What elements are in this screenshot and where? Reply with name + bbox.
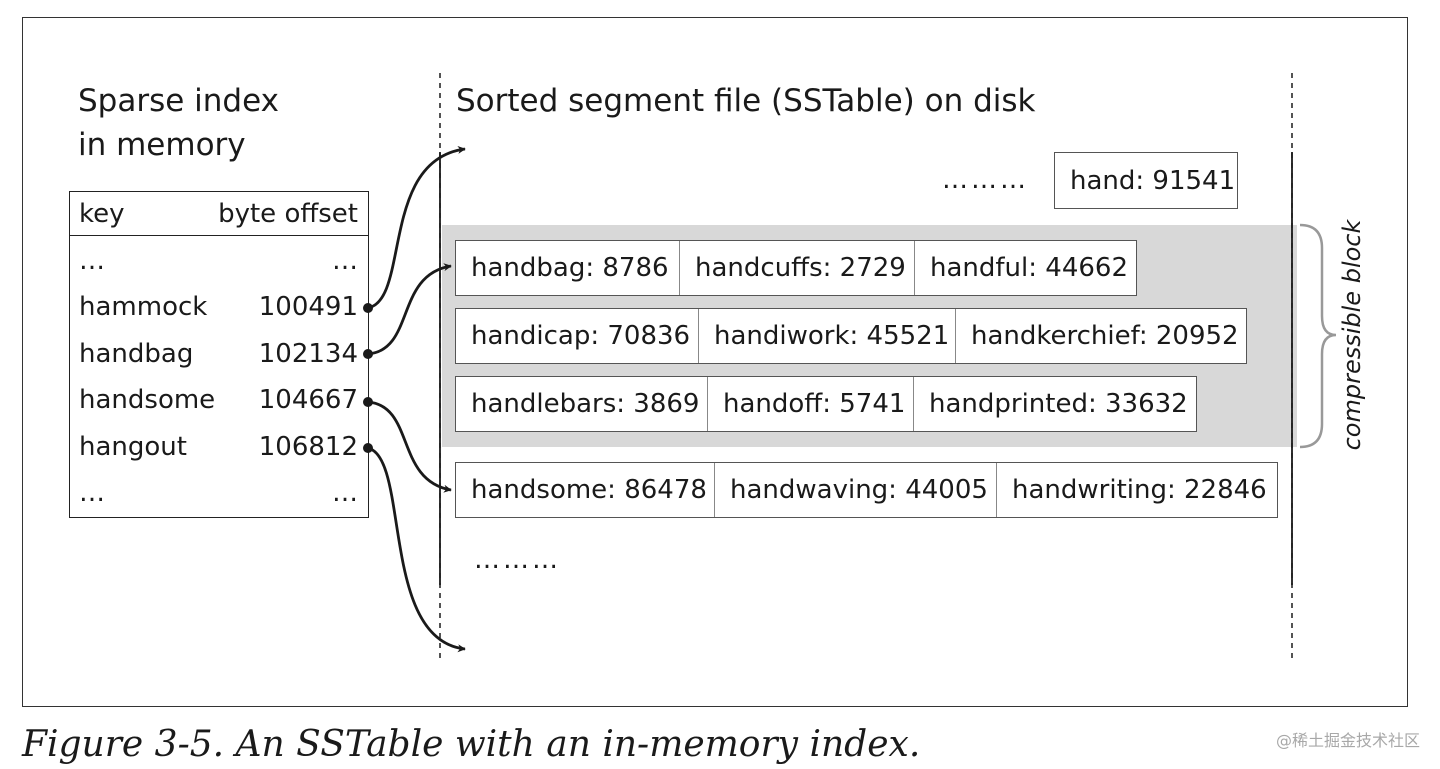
sparse-index-title-line2: in memory — [78, 127, 246, 163]
figure-caption: Figure 3-5. An SSTable with an in-memory… — [22, 724, 921, 765]
index-key-ellipsis-bottom: … — [79, 478, 105, 508]
segment-entry-handsome: handsome: 86478 — [456, 463, 715, 517]
segment-entry-handlebars: handlebars: 3869 — [456, 377, 708, 431]
index-offset-ellipsis-top: … — [332, 246, 358, 276]
index-key-handbag: handbag — [79, 339, 194, 369]
key-column-header: key — [79, 199, 125, 229]
index-offset-handbag: 102134 — [258, 339, 358, 369]
sparse-index-title-line1: Sparse index — [78, 83, 279, 119]
index-offset-hangout: 106812 — [258, 432, 358, 462]
segment-row-2: handicap: 70836 handiwork: 45521 handker… — [455, 308, 1247, 364]
byte-offset-column-header: byte offset — [218, 199, 358, 229]
index-offset-handsome: 104667 — [258, 385, 358, 415]
index-key-hammock: hammock — [79, 292, 208, 322]
segment-row-4: handsome: 86478 handwaving: 44005 handwr… — [455, 462, 1278, 518]
diagram-frame — [22, 17, 1408, 707]
index-table-header: key byte offset — [70, 192, 368, 236]
segment-entry-handcuffs: handcuffs: 2729 — [680, 241, 915, 295]
segment-entry-handful: handful: 44662 — [930, 253, 1128, 283]
segment-entry-handoff: handoff: 5741 — [708, 377, 914, 431]
index-offset-hammock: 100491 — [258, 292, 358, 322]
segment-entry-handkerchief: handkerchief: 20952 — [971, 321, 1239, 351]
segment-row-top: hand: 91541 — [1054, 152, 1238, 209]
watermark: @稀土掘金技术社区 — [1275, 731, 1420, 750]
index-offset-ellipsis-bottom: … — [332, 478, 358, 508]
segment-entry-hand: hand: 91541 — [1070, 165, 1236, 196]
segment-entry-handiwork: handiwork: 45521 — [699, 309, 956, 363]
segment-bottom-dots: ……… — [474, 545, 561, 575]
index-key-hangout: hangout — [79, 432, 187, 462]
segment-entry-handprinted: handprinted: 33632 — [929, 389, 1188, 419]
index-key-handsome: handsome — [79, 385, 216, 415]
segment-row-1: handbag: 8786 handcuffs: 2729 handful: 4… — [455, 240, 1137, 296]
segment-entry-handwriting: handwriting: 22846 — [1012, 475, 1267, 505]
segment-entry-handicap: handicap: 70836 — [456, 309, 699, 363]
segment-row-3: handlebars: 3869 handoff: 5741 handprint… — [455, 376, 1197, 432]
sstable-title: Sorted segment file (SSTable) on disk — [456, 83, 1036, 119]
segment-top-dots: ……… — [942, 165, 1029, 195]
segment-entry-handbag: handbag: 8786 — [456, 241, 680, 295]
segment-entry-handwaving: handwaving: 44005 — [715, 463, 997, 517]
compressible-block-label: compressible block — [1338, 219, 1366, 451]
index-key-ellipsis-top: … — [79, 246, 105, 276]
sparse-index-table: key byte offset … … hammock 100491 handb… — [69, 191, 369, 518]
